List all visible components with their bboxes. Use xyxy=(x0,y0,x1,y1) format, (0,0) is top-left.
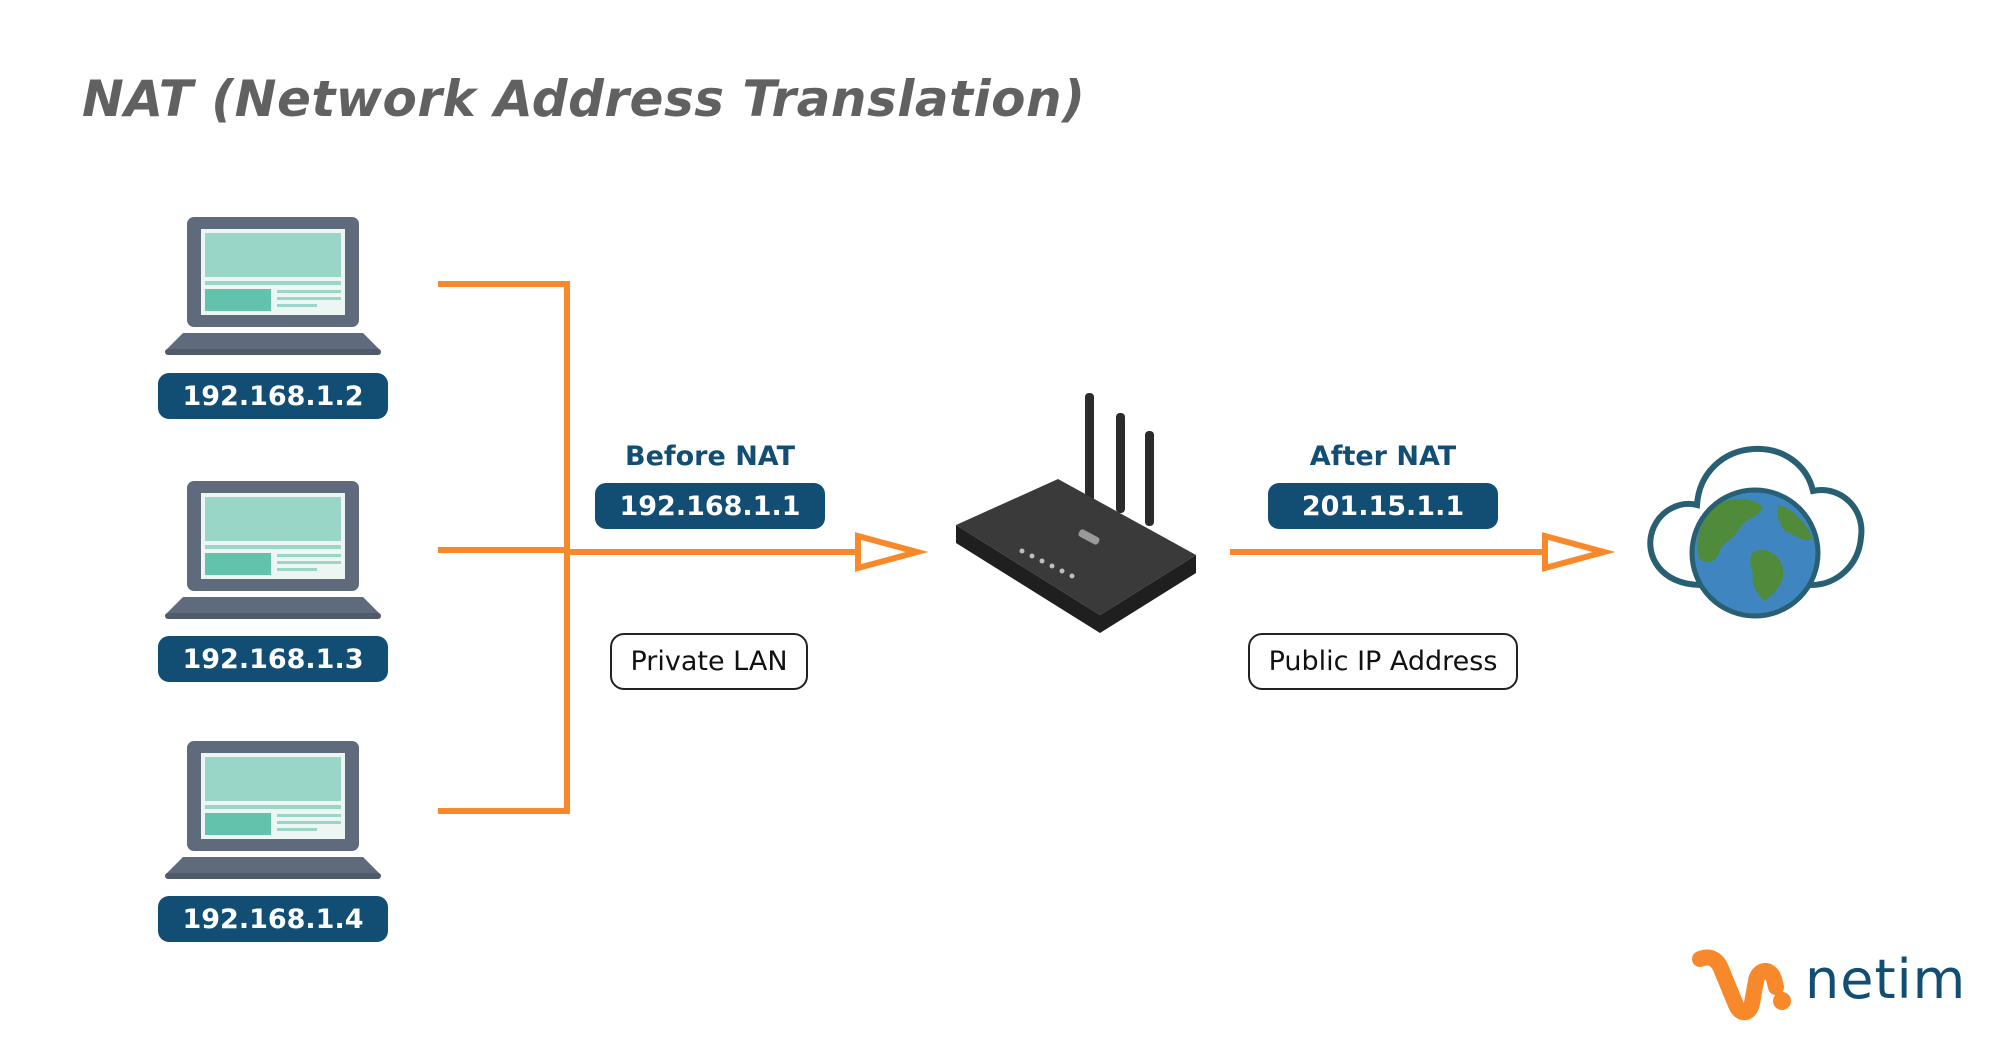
device-ip-badge: 192.168.1.2 xyxy=(158,373,388,419)
before-nat-ip-badge: 192.168.1.1 xyxy=(595,483,825,529)
page-title: NAT (Network Address Translation) xyxy=(82,70,1086,128)
laptop-icon xyxy=(165,741,381,879)
after-nat-label: After NAT xyxy=(1309,441,1457,472)
arrow-to-router xyxy=(855,532,929,572)
device-ip-badge: 192.168.1.4 xyxy=(158,896,388,942)
netim-logo-icon xyxy=(1692,949,1791,1021)
before-nat-label: Before NAT xyxy=(624,441,796,472)
public-ip-label: Public IP Address xyxy=(1248,633,1518,690)
router-icon xyxy=(956,393,1196,633)
brand-name: netim xyxy=(1805,948,1967,1011)
laptop-icon xyxy=(165,481,381,619)
after-nat-ip-badge: 201.15.1.1 xyxy=(1268,483,1498,529)
arrow-to-internet xyxy=(1542,532,1616,572)
private-lan-label: Private LAN xyxy=(610,633,808,690)
internet-globe-icon xyxy=(1647,445,1865,619)
device-ip-badge: 192.168.1.3 xyxy=(158,636,388,682)
laptop-icon xyxy=(165,217,381,355)
